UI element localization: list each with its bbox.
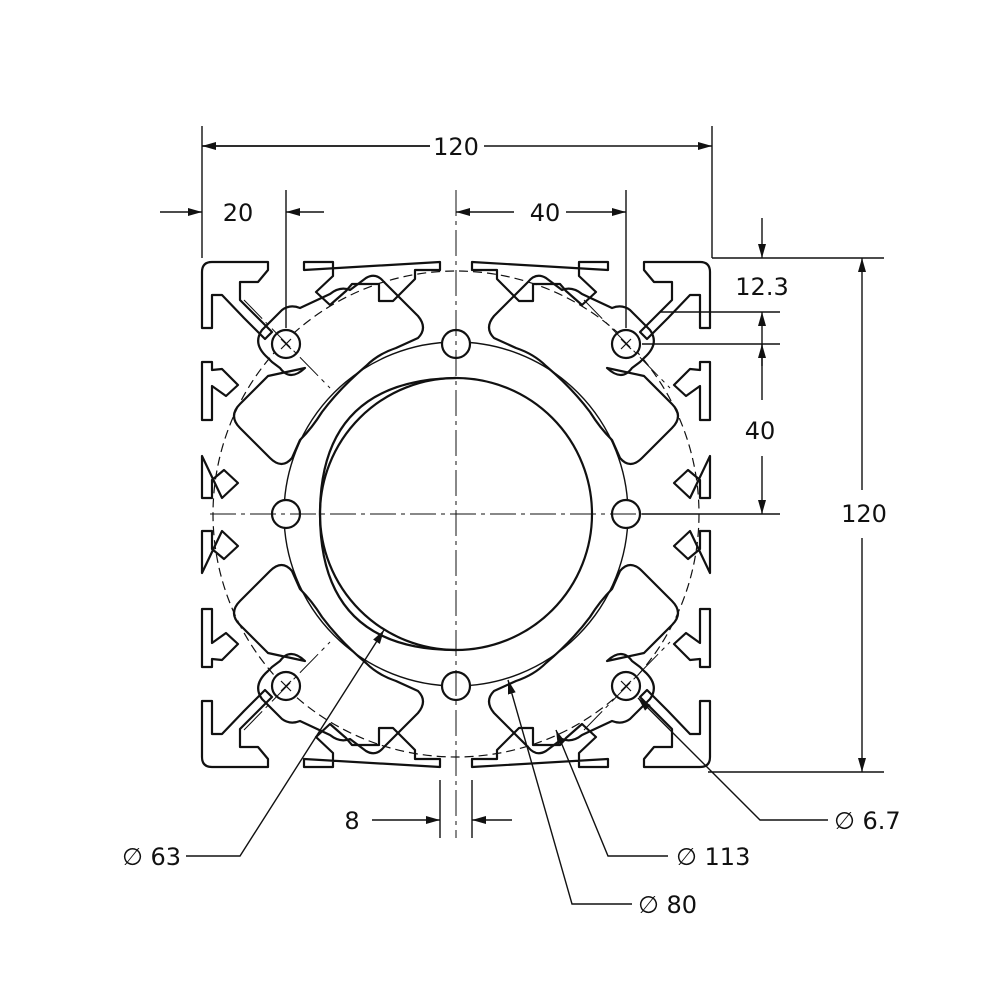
dim-hole-spacing-h: 40 <box>530 199 561 227</box>
bore-left-edge <box>318 376 457 652</box>
extension-lines <box>201 126 884 838</box>
dim-hole-spacing-v: 40 <box>745 417 776 445</box>
profile-quadrant-tr <box>470 260 712 500</box>
leader-lines <box>186 629 828 905</box>
dim-offset-edge: 20 <box>223 199 254 227</box>
dimension-lines <box>160 142 866 824</box>
callout-dia-80: ∅ 80 <box>638 891 697 919</box>
profile-quadrant-tl <box>200 260 442 500</box>
callout-dia-6-7: ∅ 6.7 <box>834 807 901 835</box>
callout-dia-63: ∅ 63 <box>122 843 181 871</box>
dim-slot-depth: 12.3 <box>735 273 788 301</box>
dim-slot-width: 8 <box>344 807 359 835</box>
profile-quadrant-bl <box>200 529 442 769</box>
center-lines <box>210 190 700 838</box>
callout-dia-113: ∅ 113 <box>676 843 750 871</box>
profile-quadrant-br <box>470 529 712 769</box>
dim-overall-width: 120 <box>433 133 479 161</box>
dim-overall-height: 120 <box>841 500 887 528</box>
